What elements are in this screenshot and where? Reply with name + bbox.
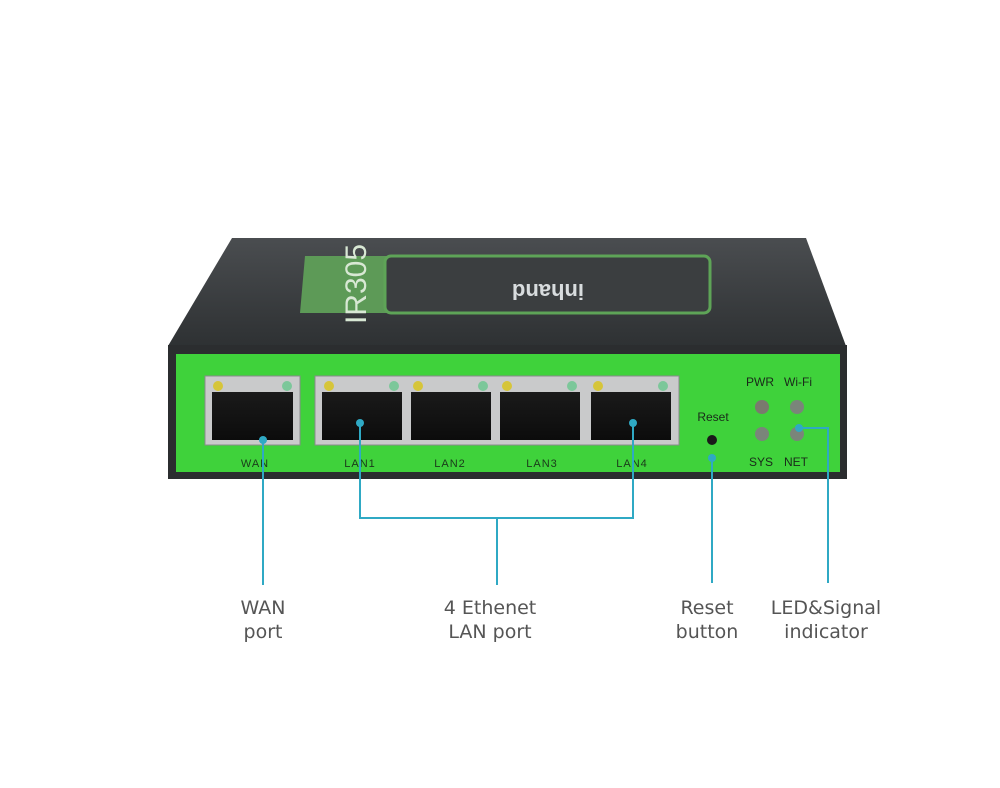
lan-port-2: LAN2 [411, 381, 491, 470]
lan-port-3: LAN3 [500, 381, 580, 470]
svg-text:inhand: inhand [512, 279, 584, 304]
led-label-wifi: Wi-Fi [784, 375, 812, 389]
svg-text:LAN3: LAN3 [526, 458, 558, 470]
lan-port-1: LAN1 [322, 381, 402, 470]
lan-port-4: LAN4 [591, 381, 671, 470]
svg-text:LAN4: LAN4 [616, 458, 648, 470]
led-label-pwr: PWR [746, 375, 774, 389]
callout-lines [259, 419, 829, 585]
led-sys [755, 427, 769, 441]
led-label-sys: SYS [749, 455, 773, 469]
brand-logo: inhand [512, 279, 584, 304]
led-wifi [790, 400, 804, 414]
port-label-wan: WAN [241, 458, 269, 470]
led-label-net: NET [784, 455, 809, 469]
wan-port: WAN [204, 375, 301, 470]
reset-label: Reset [697, 410, 729, 424]
svg-text:LAN2: LAN2 [434, 458, 466, 470]
led-pwr [755, 400, 769, 414]
model-label: IR305 [340, 244, 373, 324]
top-label: IR305 inhand [300, 244, 712, 324]
reset-button[interactable] [707, 435, 717, 445]
